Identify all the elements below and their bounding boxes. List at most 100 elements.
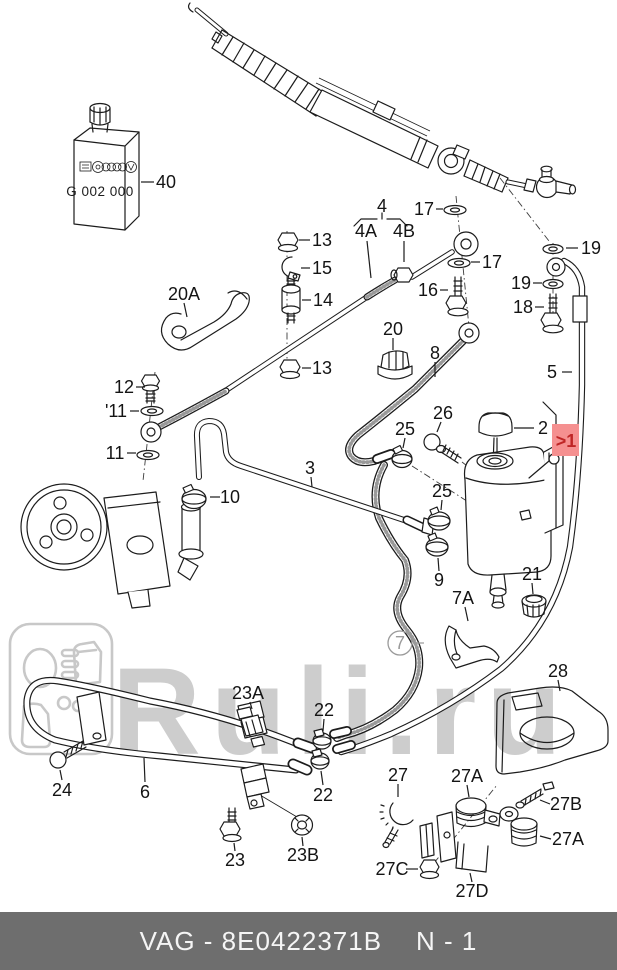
part-callout-16[interactable]: 16 bbox=[418, 280, 438, 300]
part-callout-27B[interactable]: 27B bbox=[550, 794, 582, 814]
reservoir-1-2-21 bbox=[463, 412, 564, 618]
assembly-brace bbox=[528, 401, 557, 479]
part-callout-27Aa[interactable]: 27A bbox=[451, 766, 483, 786]
callout-leader-25b bbox=[440, 499, 443, 511]
return-hose-8 bbox=[349, 322, 480, 462]
part-callout-11b[interactable]: 11 bbox=[106, 443, 125, 463]
footer-bar: VAG - 8E0422371B N - 1 bbox=[0, 912, 617, 970]
callout-leader-22b bbox=[320, 770, 324, 786]
part-callout-26[interactable]: 26 bbox=[433, 403, 453, 423]
part-callout-25b[interactable]: 25 bbox=[432, 481, 452, 501]
bottle-code: G 002 000 bbox=[66, 184, 134, 199]
brand-logos bbox=[79, 161, 137, 173]
part-callout-4B[interactable]: 4B bbox=[393, 221, 415, 241]
part-callout-23[interactable]: 23 bbox=[225, 850, 245, 870]
part-callout-27D[interactable]: 27D bbox=[455, 881, 488, 901]
part-callout-8[interactable]: 8 bbox=[430, 343, 440, 363]
part-callout-5[interactable]: 5 bbox=[547, 362, 557, 382]
part-callout-23B[interactable]: 23B bbox=[287, 845, 319, 865]
callout-circle-7 bbox=[387, 630, 413, 656]
part-callout-19b[interactable]: 19 bbox=[511, 273, 531, 293]
part-callout-17a[interactable]: 17 bbox=[414, 199, 434, 219]
rack-fittings-16-17 bbox=[390, 204, 479, 317]
part-callout-20A[interactable]: 20A bbox=[168, 284, 200, 304]
part-callout-14[interactable]: 14 bbox=[313, 290, 333, 310]
part-callout-7[interactable]: 7 bbox=[395, 633, 405, 653]
part-callout-7A[interactable]: 7A bbox=[452, 588, 474, 608]
part-callout-4[interactable]: 4 bbox=[377, 196, 387, 216]
part-callout-27C[interactable]: 27C bbox=[375, 859, 408, 879]
part-callout-11a[interactable]: '11 bbox=[105, 401, 127, 421]
callout-leader-28 bbox=[557, 679, 561, 692]
group-4-brace bbox=[353, 212, 408, 227]
return-hose-7 bbox=[329, 465, 419, 738]
cooler-line-parts-22-23-24 bbox=[49, 691, 332, 843]
cooler-pipe-6 bbox=[27, 680, 318, 776]
callout-leader-22a bbox=[322, 718, 325, 732]
highlight-label[interactable]: >1 bbox=[556, 431, 577, 451]
callout-leader-20A bbox=[183, 302, 188, 318]
callout-leader-25a bbox=[402, 437, 406, 449]
fluid-bottle-40: G 002 000 bbox=[66, 102, 140, 231]
footer-page-ref: N - 1 bbox=[416, 925, 478, 956]
callout-leader-27D bbox=[469, 872, 473, 883]
callout-leader-3 bbox=[310, 476, 313, 488]
callout-leader-26 bbox=[436, 421, 442, 433]
part-callout-22a[interactable]: 22 bbox=[314, 700, 334, 720]
callout-leader-27Aa bbox=[466, 784, 470, 798]
part-callout-3[interactable]: 3 bbox=[305, 458, 315, 478]
part-callout-9[interactable]: 9 bbox=[434, 570, 444, 590]
part-callout-23A[interactable]: 23A bbox=[232, 683, 264, 703]
callout-leader-24 bbox=[59, 769, 63, 781]
part-callout-13a[interactable]: 13 bbox=[312, 230, 332, 250]
part-callout-27Ab[interactable]: 27A bbox=[552, 829, 584, 849]
pump-pulley bbox=[20, 483, 108, 571]
bracket-set-27 bbox=[379, 781, 555, 880]
return-line-5-18-19 bbox=[540, 243, 566, 334]
part-callout-21[interactable]: 21 bbox=[522, 564, 542, 584]
grommet-20 bbox=[377, 350, 413, 380]
steering-pump bbox=[20, 483, 207, 609]
part-callout-25a[interactable]: 25 bbox=[395, 419, 415, 439]
part-callout-6[interactable]: 6 bbox=[140, 782, 150, 802]
clamps-9-25 bbox=[391, 444, 451, 557]
highlight-box[interactable] bbox=[552, 424, 579, 456]
cover-28 bbox=[495, 686, 609, 775]
part-callout-20[interactable]: 20 bbox=[383, 319, 403, 339]
callout-leader-6 bbox=[143, 757, 146, 783]
part-callout-12[interactable]: 12 bbox=[114, 377, 134, 397]
callout-leader-23A bbox=[249, 701, 253, 710]
return-pipe-5 bbox=[332, 261, 588, 752]
callout-leader-21 bbox=[531, 582, 534, 595]
steering-rack bbox=[187, 2, 577, 199]
damper-parts-13-14-15 bbox=[277, 232, 301, 380]
part-callout-19a[interactable]: 19 bbox=[581, 238, 601, 258]
part-callout-4A[interactable]: 4A bbox=[355, 221, 377, 241]
callout-leader-23 bbox=[233, 842, 236, 852]
part-callout-2[interactable]: 2 bbox=[538, 418, 548, 438]
callout-leader-4A bbox=[366, 240, 372, 279]
callout-leader-9 bbox=[437, 557, 440, 572]
bracket-20a bbox=[160, 290, 250, 351]
bracket-7a bbox=[444, 625, 500, 669]
part-callout-18[interactable]: 18 bbox=[513, 297, 533, 317]
part-callout-17b[interactable]: 17 bbox=[482, 252, 502, 272]
part-callout-10[interactable]: 10 bbox=[220, 487, 240, 507]
part-callout-27[interactable]: 27 bbox=[388, 765, 408, 785]
callout-leader-7A bbox=[464, 606, 469, 622]
footer-catalog-code: VAG - 8E0422371B bbox=[139, 925, 383, 956]
callout-leader-27B bbox=[539, 799, 551, 805]
part-callout-22b[interactable]: 22 bbox=[313, 785, 333, 805]
bolt-26 bbox=[423, 433, 462, 464]
part-callout-15[interactable]: 15 bbox=[312, 258, 332, 278]
selected-part-highlight: >1 bbox=[528, 401, 579, 479]
part-callout-28[interactable]: 28 bbox=[548, 661, 568, 681]
callout-leader-23B bbox=[301, 836, 304, 847]
part-callout-40[interactable]: 40 bbox=[156, 172, 176, 192]
part-callout-24[interactable]: 24 bbox=[52, 780, 72, 800]
pump-banjo-parts-11-12 bbox=[136, 374, 164, 461]
diagram-canvas: Ruli.ru bbox=[8, 2, 609, 901]
part-callout-13b[interactable]: 13 bbox=[312, 358, 332, 378]
